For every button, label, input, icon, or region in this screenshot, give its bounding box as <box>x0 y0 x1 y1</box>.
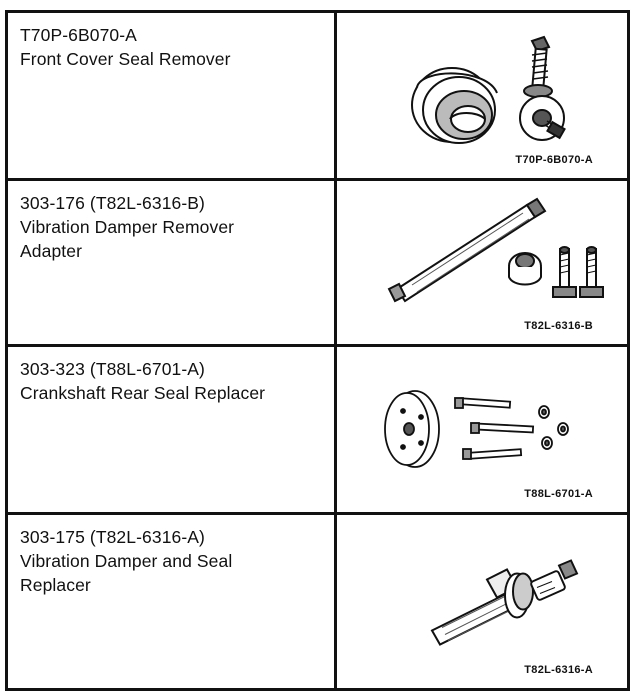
tool-caption: T82L-6316-A <box>524 664 593 676</box>
tool-number: 303-323 (T88L-6701-A) <box>20 359 205 379</box>
tool-caption: T82L-6316-B <box>524 320 593 332</box>
tool-name-line: Adapter <box>20 241 82 261</box>
tool-illustration-4: T82L-6316-A <box>337 515 627 688</box>
tool-name-line: Replacer <box>20 575 91 595</box>
tool-illustration-3: T88L-6701-A <box>337 347 627 515</box>
tool-caption: T70P-6B070-A <box>515 154 593 166</box>
tool-description-3: 303-323 (T88L-6701-A) Crankshaft Rear Se… <box>8 347 337 515</box>
damper-seal-replacer-icon <box>430 559 579 646</box>
tool-name-line: Crankshaft Rear Seal Replacer <box>20 383 266 403</box>
tool-number: 303-175 (T82L-6316-A) <box>20 527 205 547</box>
tool-name-line: Front Cover Seal Remover <box>20 49 231 69</box>
tool-name-line: Vibration Damper and Seal <box>20 551 233 571</box>
tool-description-4: 303-175 (T82L-6316-A) Vibration Damper a… <box>8 515 337 688</box>
tool-illustration-1: T70P-6B070-A <box>337 13 627 181</box>
damper-remover-adapter-icon <box>387 197 604 303</box>
tool-illustration-2: T82L-6316-B <box>337 181 627 347</box>
tool-description-2: 303-176 (T82L-6316-B) Vibration Damper R… <box>8 181 337 347</box>
special-tools-table: T70P-6B070-A Front Cover Seal Remover <box>5 10 630 691</box>
tool-number: T70P-6B070-A <box>20 25 137 45</box>
seal-remover-icon <box>411 35 566 144</box>
tool-number: 303-176 (T82L-6316-B) <box>20 193 205 213</box>
tool-caption: T88L-6701-A <box>524 488 593 500</box>
tool-name-line: Vibration Damper Remover <box>20 217 235 237</box>
rear-seal-replacer-icon <box>384 390 569 468</box>
tool-description-1: T70P-6B070-A Front Cover Seal Remover <box>8 13 337 181</box>
